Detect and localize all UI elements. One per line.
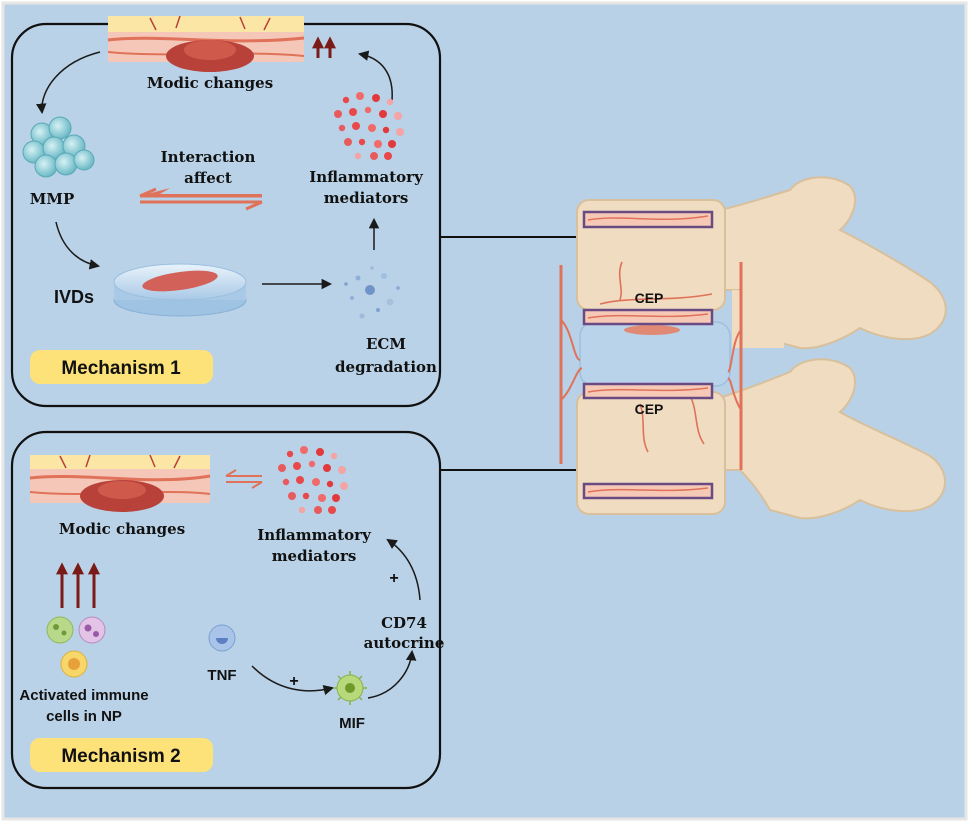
inflam-label-1-line2: mediators: [324, 189, 409, 207]
interaction-label-line2: affect: [184, 169, 232, 187]
mechanism-2-frame: [10, 430, 442, 790]
cep-label-lower: CEP: [635, 401, 664, 417]
mediator-dot: [368, 124, 376, 132]
mediator-dot: [374, 140, 382, 148]
mediator-dot: [286, 450, 294, 458]
mediator-dot: [298, 506, 306, 514]
ecm-label-line2: degradation: [335, 358, 437, 376]
mediator-dot: [364, 106, 372, 114]
mediator-dot: [352, 122, 360, 130]
arrow-mif-to-cd74: [367, 649, 417, 699]
mediator-dot: [312, 478, 320, 486]
cd74-label-line1: CD74: [381, 614, 427, 632]
inflammatory-dots-2: [278, 446, 348, 514]
mmp-label: MMP: [30, 190, 75, 208]
mediator-dot: [382, 126, 390, 134]
mediator-dot: [332, 494, 340, 502]
modic-label-1: Modic changes: [147, 74, 273, 92]
mif-cell: [333, 671, 367, 705]
ivds-label: IVDs: [54, 287, 94, 307]
mediator-dot: [338, 466, 346, 474]
plus-sign-bottom: +: [289, 673, 298, 690]
mechanism-2-badge-text: Mechanism 2: [61, 746, 180, 767]
modic-tissue-strip-1: [107, 15, 305, 72]
inflammatory-dots-1: [334, 92, 404, 160]
arrow-mmp-to-ivds: [55, 221, 101, 270]
mediator-dot: [354, 152, 362, 160]
tnf-cell: [208, 624, 236, 652]
mediator-dot: [282, 478, 290, 486]
mmp-cell-cluster: [22, 116, 95, 178]
up-arrows-2: [56, 562, 100, 608]
mediator-dot: [372, 94, 380, 102]
inflam-label-2-line1: Inflammatory: [257, 526, 372, 544]
mediator-dot: [388, 140, 396, 148]
ivd-disc: [113, 263, 247, 317]
bidirectional-arrows-2: [225, 469, 263, 489]
mediator-dot: [356, 92, 364, 100]
up-arrows-1: [312, 36, 336, 58]
mediator-dot: [288, 492, 296, 500]
mediator-dot: [334, 110, 342, 118]
mediator-dot: [396, 128, 404, 136]
inflam-label-2-line2: mediators: [272, 547, 357, 565]
mediator-dot: [326, 480, 334, 488]
arrow-cd74-to-inflam: [386, 538, 421, 601]
mediator-dot: [300, 446, 308, 454]
bidirectional-arrows-1: [139, 187, 263, 211]
modic-tissue-strip-2: [29, 454, 211, 512]
mediator-dot: [342, 96, 350, 104]
arrow-tnf-to-mif: [251, 665, 335, 696]
plus-sign-top: +: [389, 570, 398, 587]
mechanism-2-panel: Modic changes Inflammatory mediators: [10, 430, 445, 790]
mediator-dot: [318, 494, 326, 502]
mechanism-2-badge: [30, 738, 213, 772]
ecm-label-line1: ECM: [366, 335, 406, 353]
mediator-dot: [316, 448, 324, 456]
mediator-dot: [358, 138, 366, 146]
mediator-dot: [314, 506, 322, 514]
mediator-dot: [338, 124, 346, 132]
mediator-dot: [394, 112, 402, 120]
mechanism-1-badge-text: Mechanism 1: [61, 358, 181, 379]
mediator-dot: [323, 464, 331, 472]
modic-label-2: Modic changes: [59, 520, 185, 538]
mediator-dot: [370, 152, 378, 160]
mediator-dot: [296, 476, 304, 484]
tnf-label: TNF: [207, 667, 236, 684]
arrow-inflam-to-modic: [357, 50, 393, 101]
arrow-modic-to-mmp: [36, 51, 101, 115]
immune-cells: [46, 616, 106, 678]
mechanism-1-badge: [30, 350, 213, 384]
mediator-dot: [344, 138, 352, 146]
mediator-dot: [293, 462, 301, 470]
mediator-dot: [349, 108, 357, 116]
mediator-dot: [340, 482, 348, 490]
mediator-dot: [386, 98, 394, 106]
mediator-dot: [308, 460, 316, 468]
cep-label-upper: CEP: [635, 290, 664, 306]
mediator-dot: [379, 110, 387, 118]
inflam-label-1-line1: Inflammatory: [309, 168, 424, 186]
mediator-dot: [328, 506, 336, 514]
immune-label-line1: Activated immune: [19, 687, 148, 704]
mechanism-1-panel: Modic changes MMP Interaction affect: [10, 15, 442, 408]
ecm-fragments: [344, 266, 400, 319]
interaction-label-line1: Interaction: [161, 148, 256, 166]
mediator-dot: [384, 152, 392, 160]
spine-illustration: CEP CEP: [559, 176, 947, 520]
mediator-dot: [302, 492, 310, 500]
mif-label: MIF: [339, 715, 365, 732]
mediator-dot: [330, 452, 338, 460]
endplates: [582, 210, 714, 500]
immune-label-line2: cells in NP: [46, 708, 122, 725]
spine-disc: [579, 321, 731, 387]
mediator-dot: [278, 464, 286, 472]
cd74-label-line2: autocrine: [364, 634, 445, 652]
